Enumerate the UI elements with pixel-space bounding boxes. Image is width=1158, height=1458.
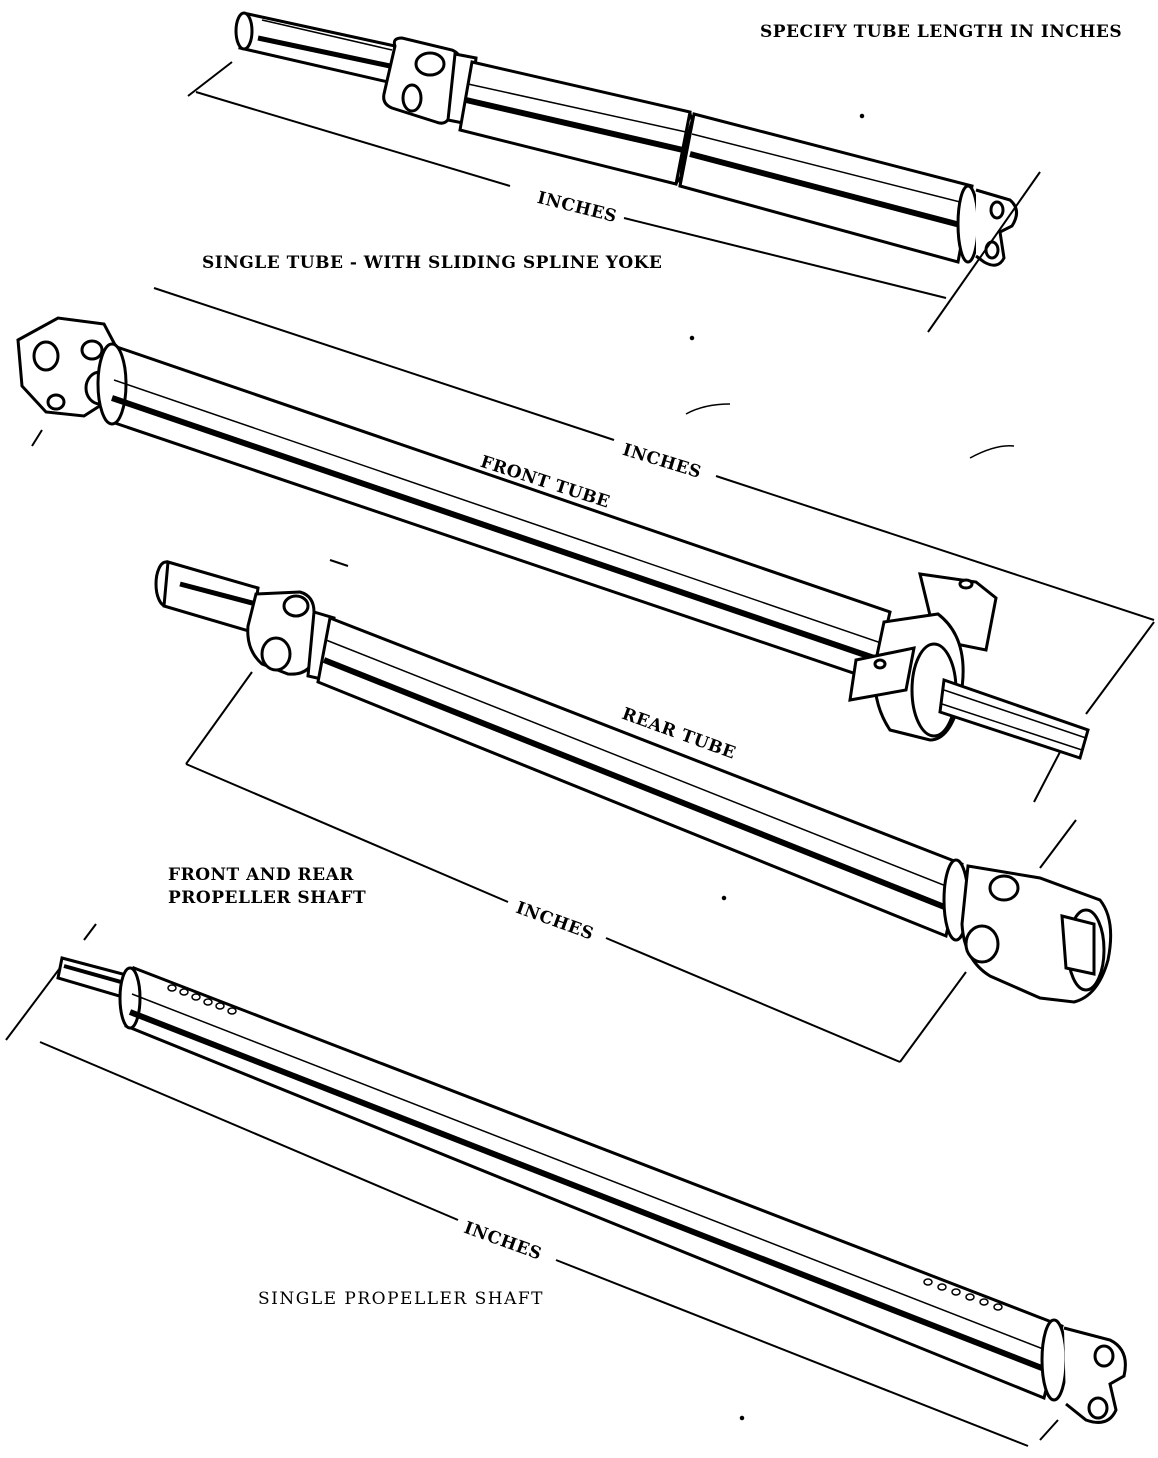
left-stamp-marks: [167, 984, 237, 1015]
single-tube-caption: SINGLE TUBE - WITH SLIDING SPLINE YOKE: [202, 253, 663, 273]
single-shaft-caption: SINGLE PROPELLER SHAFT: [258, 1289, 545, 1309]
front-tube-drawing: [16, 316, 1090, 760]
specify-length-note: SPECIFY TUBE LENGTH IN INCHES: [760, 22, 1123, 42]
single-tube-shaft-drawing: [234, 11, 1018, 267]
spline-stub: [234, 11, 397, 84]
single-tube-dimension-lines: [187, 61, 1041, 333]
front-tube-body: [96, 342, 892, 682]
right-stamp-marks: [923, 1278, 1003, 1311]
front-tube-dimension-lines: [31, 287, 1155, 803]
single-shaft-end-yoke: [1040, 1318, 1127, 1424]
rear-u-joint-flange: [942, 858, 1113, 1004]
single-shaft-tube: [118, 965, 1064, 1401]
tube-right-section: [678, 112, 974, 264]
rear-spline-stub: [154, 560, 260, 634]
single-shaft-dimension-lines: [5, 923, 1059, 1447]
end-yoke: [956, 184, 1018, 267]
tube-left-section: [458, 60, 695, 186]
stray-marks: [685, 113, 1015, 1421]
front-rear-caption-line1: FRONT AND REAR: [168, 865, 354, 885]
front-rear-caption-line2: PROPELLER SHAFT: [168, 888, 367, 908]
single-propeller-shaft-drawing: [56, 956, 1127, 1424]
rear-tube-dimension-lines: [185, 559, 1077, 1063]
rear-front-u-joint: [246, 590, 336, 682]
front-rear-caption: FRONT AND REAR PROPELLER SHAFT: [168, 864, 366, 910]
rear-tube-body: [316, 615, 964, 939]
front-tube-spline: [938, 677, 1090, 760]
rear-tube-drawing: [154, 560, 1113, 1004]
